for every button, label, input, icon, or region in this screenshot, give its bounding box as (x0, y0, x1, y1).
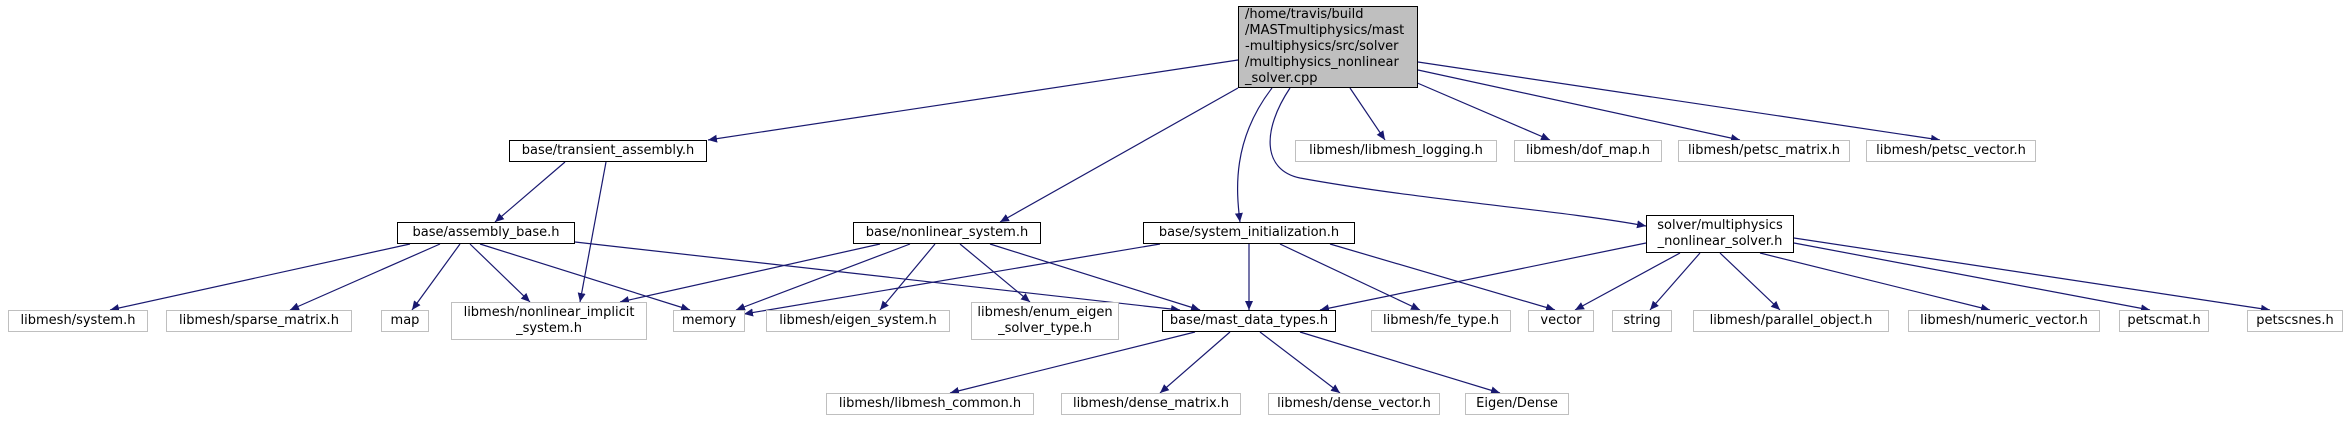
node-sparse-matrix-h: libmesh/sparse_matrix.h (166, 310, 352, 332)
edge-root-logging (1349, 87, 1386, 141)
edge-transient-assembly (494, 161, 566, 223)
edge-sysinit-memory (743, 243, 1161, 317)
node-dof-map-h: libmesh/dof_map.h (1514, 140, 1662, 162)
node-petscmat-h: petscmat.h (2119, 310, 2209, 332)
node-dense-vector-h: libmesh/dense_vector.h (1268, 393, 1440, 415)
edge-root-petscvector (1417, 61, 1941, 143)
edge-root-multiphysics (1269, 87, 1647, 229)
node-map: map (381, 310, 429, 332)
node-petscsnes-h: petscsnes.h (2247, 310, 2343, 332)
edge-mastdata-eigendense (1299, 331, 1501, 395)
edge-root-petscmatrix (1417, 69, 1741, 142)
edge-assembly-map (411, 243, 461, 311)
edge-multi-string (1649, 252, 1701, 311)
node-petsc-vector-h: libmesh/petsc_vector.h (1866, 140, 2036, 162)
edge-nonlinear-eigensys (879, 243, 936, 311)
edge-assembly-system (109, 243, 411, 312)
edge-mastdata-common (949, 331, 1196, 395)
node-nonlinear-system-h[interactable]: base/nonlinear_system.h (853, 222, 1041, 244)
edge-nonlinear-memory (735, 243, 911, 311)
edge-nonlinear-mastdata (989, 243, 1201, 312)
node-numeric-vector-h: libmesh/numeric_vector.h (1908, 310, 2100, 332)
edge-assembly-memory (479, 243, 691, 312)
node-system-h: libmesh/system.h (8, 310, 148, 332)
edge-root-dofmap (1414, 81, 1551, 141)
edge-root-nonlinear (999, 87, 1239, 223)
node-mast-data-types-h[interactable]: base/mast_data_types.h (1162, 310, 1336, 332)
edge-transient-nonlinimpl (577, 161, 607, 303)
node-libmesh-common-h: libmesh/libmesh_common.h (826, 393, 1034, 415)
edge-multi-petscsnes (1793, 237, 2271, 313)
node-fe-type-h: libmesh/fe_type.h (1371, 310, 1511, 332)
edge-multi-petscmat (1793, 242, 2151, 313)
edge-multi-parallel (1719, 252, 1781, 311)
node-root-multiphysics-nonlinear-solver-cpp: /home/travis/build /MASTmultiphysics/mas… (1238, 6, 1418, 88)
node-nonlinear-implicit-system-h: libmesh/nonlinear_implicit _system.h (451, 302, 647, 340)
edge-multi-mastdata (1319, 242, 1647, 313)
node-root-label: /home/travis/build /MASTmultiphysics/mas… (1245, 7, 1405, 86)
node-memory: memory (673, 310, 745, 332)
edge-mastdata-densemat (1159, 331, 1231, 394)
node-petsc-matrix-h: libmesh/petsc_matrix.h (1678, 140, 1850, 162)
edge-sysinit-fetype (1279, 243, 1421, 311)
node-eigen-dense: Eigen/Dense (1465, 393, 1569, 415)
edge-assembly-sparse (289, 243, 441, 311)
node-libmesh-logging-h: libmesh/libmesh_logging.h (1295, 140, 1497, 162)
edge-nonlinear-nonlinimpl (619, 243, 881, 304)
node-parallel-object-h: libmesh/parallel_object.h (1693, 310, 1889, 332)
node-eigen-system-h: libmesh/eigen_system.h (766, 310, 950, 332)
node-system-initialization-h[interactable]: base/system_initialization.h (1143, 222, 1355, 244)
edge-assembly-mastdata (574, 241, 1181, 313)
edge-assembly-nonlinimpl (469, 243, 531, 303)
node-enum-eigen-solver-type-h: libmesh/enum_eigen _solver_type.h (971, 302, 1119, 340)
node-transient-assembly-h[interactable]: base/transient_assembly.h (509, 140, 707, 162)
node-vector: vector (1528, 310, 1594, 332)
edge-mastdata-densevec (1259, 331, 1341, 394)
edge-sysinit-vector (1329, 243, 1556, 312)
edge-root-sysinit (1234, 87, 1273, 223)
node-string: string (1612, 310, 1672, 332)
node-multiphysics-nonlinear-solver-h[interactable]: solver/multiphysics _nonlinear_solver.h (1646, 215, 1794, 253)
edge-root-transient (707, 59, 1239, 143)
node-assembly-base-h[interactable]: base/assembly_base.h (397, 222, 575, 244)
edge-nonlinear-enumeigen (959, 243, 1031, 303)
edge-multi-numeric (1759, 252, 1991, 312)
edge-multi-vector (1574, 252, 1681, 311)
node-dense-matrix-h: libmesh/dense_matrix.h (1061, 393, 1241, 415)
